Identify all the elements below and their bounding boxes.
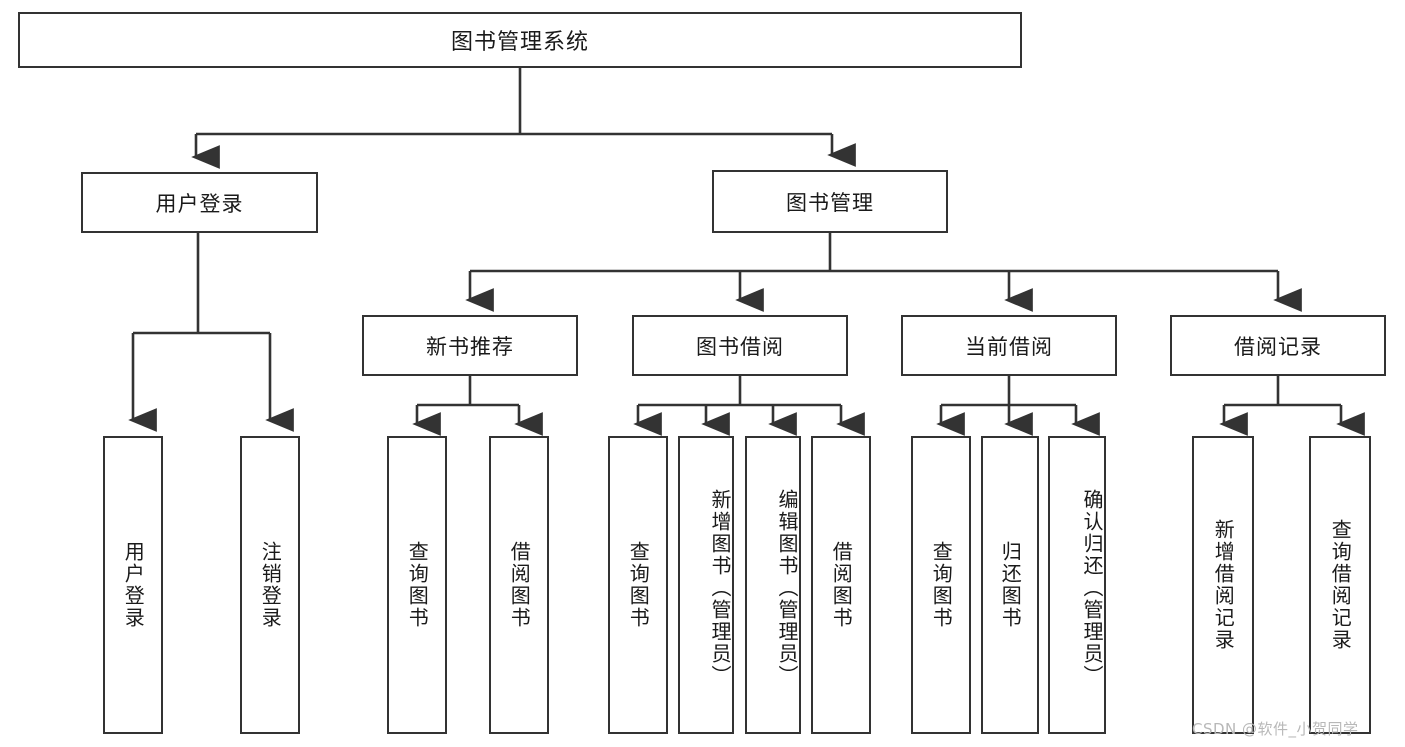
leaf-query-book-newbook[interactable]: 查询图书 [387,436,447,734]
leaf-logout[interactable]: 注销登录 [240,436,300,734]
leaf-edit-book-admin[interactable]: 编辑图书（管理员） [745,436,801,734]
node-borrow-record[interactable]: 借阅记录 [1170,315,1386,376]
leaf-add-borrow-record[interactable]: 新增借阅记录 [1192,436,1254,734]
leaf-query-borrow-record[interactable]: 查询借阅记录 [1309,436,1371,734]
node-user-login[interactable]: 用户登录 [81,172,318,233]
node-root-system[interactable]: 图书管理系统 [18,12,1022,68]
leaf-borrow-book[interactable]: 借阅图书 [811,436,871,734]
csdn-watermark: CSDN @软件_小贺同学 [1192,720,1359,738]
leaf-query-book-current[interactable]: 查询图书 [911,436,971,734]
node-book-management[interactable]: 图书管理 [712,170,948,233]
node-current-borrow[interactable]: 当前借阅 [901,315,1117,376]
node-new-book-recommend[interactable]: 新书推荐 [362,315,578,376]
node-book-borrow[interactable]: 图书借阅 [632,315,848,376]
leaf-add-book-admin[interactable]: 新增图书（管理员） [678,436,734,734]
leaf-borrow-book-newbook[interactable]: 借阅图书 [489,436,549,734]
leaf-confirm-return-admin[interactable]: 确认归还（管理员） [1048,436,1106,734]
leaf-user-login[interactable]: 用户登录 [103,436,163,734]
leaf-return-book[interactable]: 归还图书 [981,436,1039,734]
leaf-query-book-borrow[interactable]: 查询图书 [608,436,668,734]
